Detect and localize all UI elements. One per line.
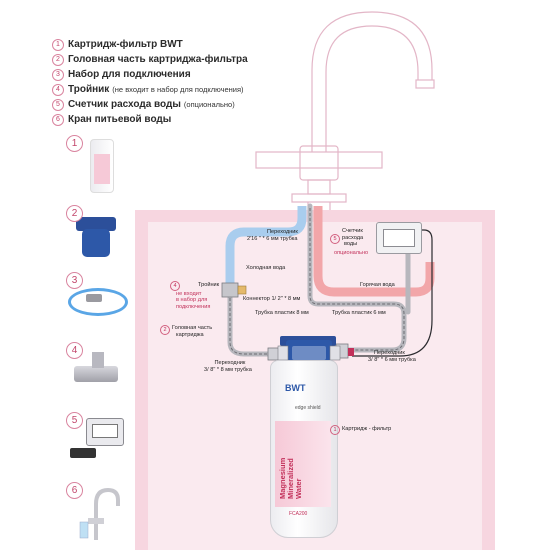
mini-meter-screen [92,424,118,438]
legend-label: Головная часть картриджа-фильтра [68,54,248,65]
tile-number: 1 [66,135,83,152]
tile-cartridge: 1 [66,135,124,193]
tile-number: 2 [66,205,83,222]
meter-number: 5 [330,234,340,244]
mini-faucet [79,487,120,540]
mini-cartridge [90,139,114,193]
tile-filter-head: 2 [66,205,124,263]
tee-title: Тройник [198,282,220,288]
mini-head-top [76,217,116,231]
meter-line-2: расхода [342,234,364,241]
legend-item-cartridge: 1 Картридж-фильтр BWT [52,37,248,52]
cartridge-word-3: Water [294,478,303,499]
legend-label: Кран питьевой воды [68,114,172,125]
adapter-right-label: Переходник 3/ 8" * 6 мм трубка [368,350,416,363]
legend-item-head: 2 Головная часть картриджа-фильтра [52,52,248,67]
cold-water-pipe [225,206,307,285]
cartridge-brand: BWT [285,383,306,393]
head-line-2: картриджа [176,331,204,338]
tile-tee: 4 [66,342,124,400]
cartridge-code: FCA200 [289,511,308,517]
meter-screen [383,229,415,247]
legend-number: 6 [52,113,64,126]
cartridge-pink-band [275,421,331,507]
adapter-bottom-line-1: Переходник [214,360,246,366]
legend-number: 2 [52,53,64,66]
legend-label: Тройник [68,84,110,95]
cold-water-label: Холодная вода [246,265,286,271]
mini-tube-coil [68,288,128,316]
tee-fitting [221,282,247,298]
legend-note: (опционально) [183,100,235,109]
adapter-right-line-1: Переходник [374,350,405,356]
adapter-right-line-2: 3/ 8" * 6 мм трубка [368,356,416,363]
adapter-top-line-2: 2'16 " * 6 мм трубка [247,235,298,242]
mini-head-body [82,229,110,257]
mini-tee-body [74,366,118,382]
cartridge-callout-label: Картридж - фильтр [342,426,392,432]
tee-callout: 4 Тройник не входит в набор для подключе… [170,281,220,310]
cartridge-number: 1 [330,425,340,435]
tee-note-2: в набор для [176,297,208,304]
legend-item-kit: 3 Набор для подключения [52,67,248,82]
mini-meter-sensor [70,448,96,458]
adapter-bottom-line-2: 3/ 8" * 8 мм трубка [204,366,252,373]
cartridge-callout: 1 Картридж - фильтр [330,425,392,435]
legend-number: 4 [52,83,64,96]
tile-number: 4 [66,342,83,359]
hot-water-label: Горячая вода [360,282,395,288]
mini-cartridge-band [94,154,110,184]
tile-number: 6 [66,482,83,499]
head-callout: 2 Головная часть картриджа [160,325,212,338]
legend-note: (не входит в набор для подключения) [112,85,244,94]
legend-label: Счетчик расхода воды [68,99,181,110]
head-line-1: Головная часть [172,325,213,331]
adapter-top-label: Переходник 2'16 " * 6 мм трубка [247,229,298,242]
legend-number: 3 [52,68,64,81]
legend: 1 Картридж-фильтр BWT 2 Головная часть к… [52,37,248,127]
mini-fittings [86,294,102,302]
tile-faucet: 6 [66,482,124,544]
tile-water-meter: 5 [66,412,124,470]
tee-note-3: подключения [176,303,211,310]
cartridge-model: edge shield [295,405,321,411]
tube-8mm-label: Трубка пластик 8 мм [255,310,309,316]
legend-label: Картридж-фильтр BWT [68,39,183,50]
meter-callout: 5 Счетчик расхода воды опционально [330,228,368,256]
legend-number: 5 [52,98,64,111]
cartridge-vertical-text: Magnesium Mineralized Water [278,421,303,499]
tee-number: 4 [170,281,180,291]
meter-line-1: Счетчик [342,228,363,234]
legend-item-faucet: 6 Кран питьевой воды [52,112,248,127]
tee-note-1: не входит [176,290,202,297]
mini-meter [86,418,124,446]
connector-label: Коннектор 1/ 2" * 8 мм [243,296,301,302]
tube-6mm-label: Трубка пластик 6 мм [332,310,386,316]
tube-8mm [227,293,291,357]
adapter-top-line-1: Переходник [267,229,298,235]
hot-water-pipe [313,206,435,297]
tile-number: 5 [66,412,83,429]
meter-optional: опционально [334,249,369,256]
mini-tee-branch [92,352,104,368]
legend-item-meter: 5 Счетчик расхода воды (опционально) [52,97,248,112]
tile-connection-kit: 3 [66,272,128,330]
meter-line-3: воды [344,241,358,248]
legend-item-tee: 4 Тройник (не входит в набор для подключ… [52,82,248,97]
filter-cartridge: BWT edge shield Magnesium Mineralized Wa… [270,360,338,538]
adapter-bottom-label: Переходник 3/ 8" * 8 мм трубка [204,360,252,373]
water-meter [376,222,422,254]
meter-cable [352,229,433,357]
head-number: 2 [160,325,170,335]
tile-number: 3 [66,272,83,289]
legend-number: 1 [52,38,64,51]
legend-label: Набор для подключения [68,69,191,80]
